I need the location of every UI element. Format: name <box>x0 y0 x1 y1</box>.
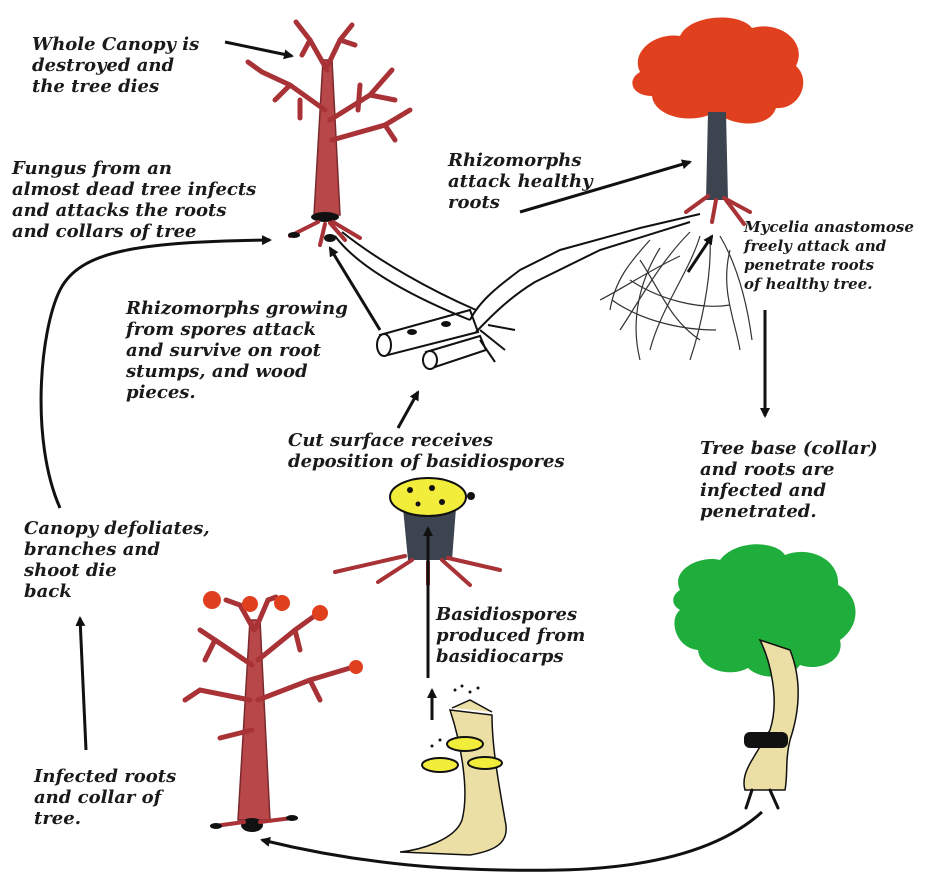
label-rhizomorphs-growing: Rhizomorphs growing from spores attack a… <box>126 298 348 403</box>
label-whole-canopy: Whole Canopy is destroyed and the tree d… <box>32 34 199 97</box>
label-basidiospores: Basidiospores produced from basidiocarps <box>436 604 585 667</box>
dying-tree-bottom <box>185 591 363 832</box>
healthy-red-tree <box>600 18 803 360</box>
basidiocarp-stump <box>400 685 506 856</box>
label-rhizomorphs-attack: Rhizomorphs attack healthy roots <box>448 150 593 213</box>
label-tree-base: Tree base (collar) and roots are infecte… <box>700 438 878 522</box>
cut-stump <box>335 478 500 585</box>
green-tree <box>673 544 855 808</box>
label-cut-surface: Cut surface receives deposition of basid… <box>288 430 565 472</box>
label-canopy-defoliates: Canopy defoliates, branches and shoot di… <box>24 518 210 602</box>
dead-tree-top <box>248 22 410 245</box>
label-infected-roots: Infected roots and collar of tree. <box>34 766 176 829</box>
root-stump-wood <box>335 214 700 369</box>
label-fungus-from: Fungus from an almost dead tree infects … <box>12 158 256 242</box>
label-mycelia: Mycelia anastomose freely attack and pen… <box>744 218 914 294</box>
